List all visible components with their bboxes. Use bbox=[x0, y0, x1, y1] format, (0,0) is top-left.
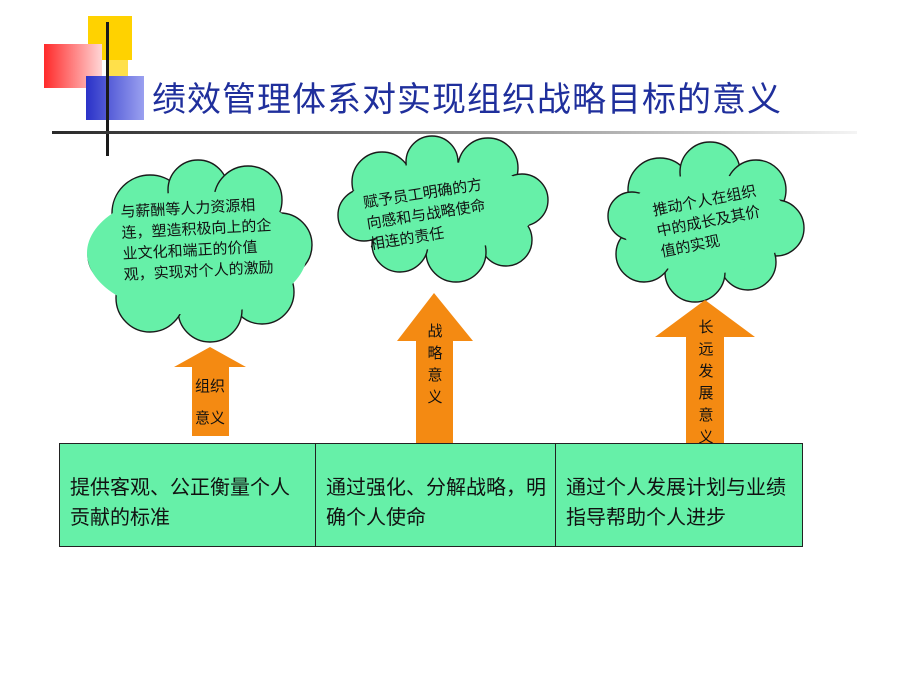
title-underline bbox=[52, 131, 857, 134]
cloud-left bbox=[87, 159, 313, 343]
arrow-right-label: 长远发展意义 bbox=[698, 318, 714, 446]
box-right: 通过个人发展计划与业绩指导帮助个人进步 bbox=[555, 443, 803, 547]
page-title: 绩效管理体系对实现组织战略目标的意义 bbox=[152, 80, 782, 120]
cloud-middle bbox=[337, 135, 549, 283]
box-left: 提供客观、公正衡量个人贡献的标准 bbox=[59, 443, 316, 547]
arrow-left-label: 组织意义 bbox=[194, 377, 225, 427]
cloud-left-text: 与薪酬等人力资源相连，塑造积极向上的企业文化和端正的价值观，实现对个人的激励 bbox=[119, 195, 275, 284]
decor-blue-square bbox=[86, 76, 144, 120]
box-middle: 通过强化、分解战略，明确个人使命 bbox=[315, 443, 556, 547]
decor-vertical-line bbox=[106, 22, 109, 156]
cloud-right bbox=[607, 141, 805, 303]
arrow-middle-label: 战略意义 bbox=[427, 322, 443, 406]
arrow-right bbox=[655, 300, 755, 443]
arrow-middle bbox=[397, 293, 473, 443]
arrow-left bbox=[174, 347, 246, 436]
